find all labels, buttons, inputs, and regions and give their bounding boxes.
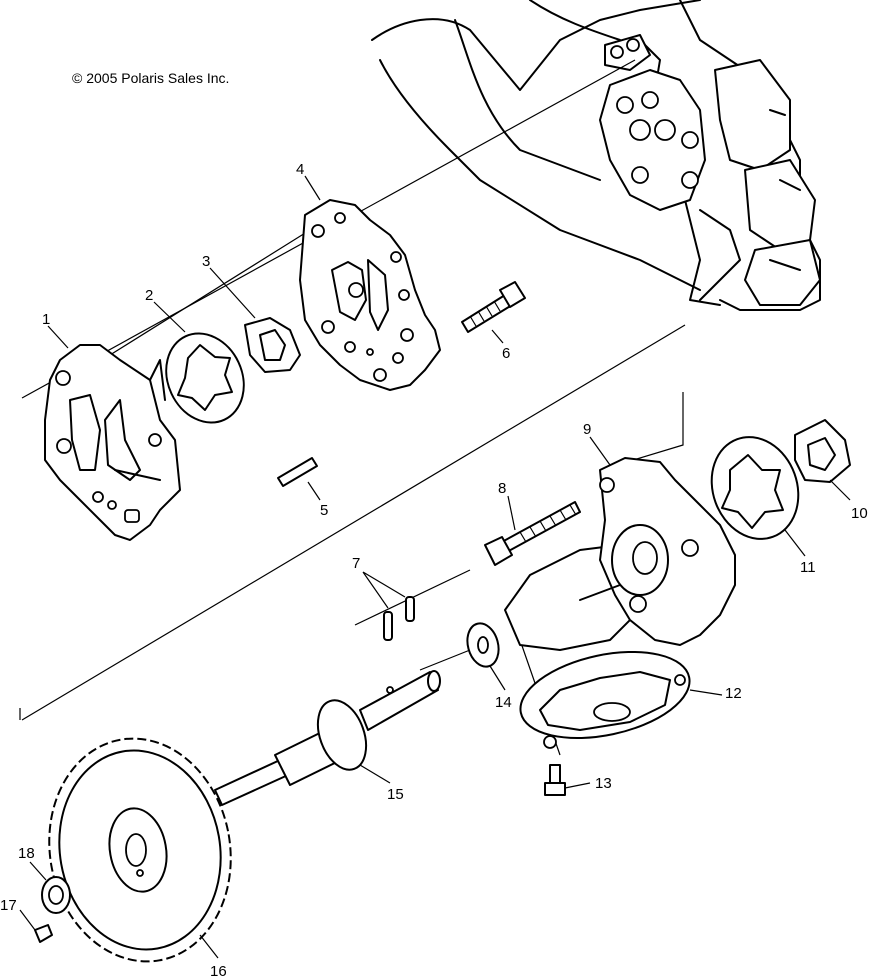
callout-9: 9 (583, 421, 591, 438)
inner-rotor-10 (794, 419, 851, 483)
callout-5: 5 (320, 502, 328, 519)
callout-1: 1 (42, 311, 50, 328)
pins-7 (383, 596, 415, 641)
ring-18 (41, 876, 71, 914)
callout-6: 6 (502, 345, 510, 362)
callout-2: 2 (145, 287, 153, 304)
callout-8: 8 (498, 480, 506, 497)
callout-4: 4 (296, 161, 304, 178)
pump-housing-9 (504, 457, 736, 651)
washer-14 (466, 622, 500, 668)
callout-labels: 1 2 3 4 5 6 7 8 9 10 11 12 13 14 15 16 1… (0, 161, 868, 979)
callout-18: 18 (18, 845, 35, 862)
callout-13: 13 (595, 775, 612, 792)
dowel-pin-5 (277, 457, 318, 487)
leader-lines (19, 175, 851, 959)
callout-11: 11 (800, 559, 816, 576)
outer-rotor-2 (165, 332, 245, 424)
outer-rotor-11 (710, 436, 800, 540)
pump-plate-4 (299, 199, 441, 391)
inner-rotor-3 (244, 317, 301, 373)
callout-15: 15 (387, 786, 404, 803)
callout-12: 12 (725, 685, 742, 702)
callout-7: 7 (352, 555, 360, 572)
crankcase (371, 0, 821, 311)
bolt-8 (484, 501, 581, 566)
cover-plate-12 (519, 650, 691, 749)
pump-plate-1 (44, 344, 181, 541)
callout-17: 17 (0, 897, 17, 914)
callout-3: 3 (202, 253, 210, 270)
screw-6 (461, 281, 526, 333)
callout-16: 16 (210, 963, 227, 979)
screw-13 (544, 764, 566, 796)
callout-10: 10 (851, 505, 868, 522)
gear-16 (48, 737, 232, 963)
callout-14: 14 (495, 694, 512, 711)
screw-17 (34, 924, 53, 943)
shaft-15 (214, 670, 441, 806)
copyright-text: © 2005 Polaris Sales Inc. (72, 70, 229, 86)
